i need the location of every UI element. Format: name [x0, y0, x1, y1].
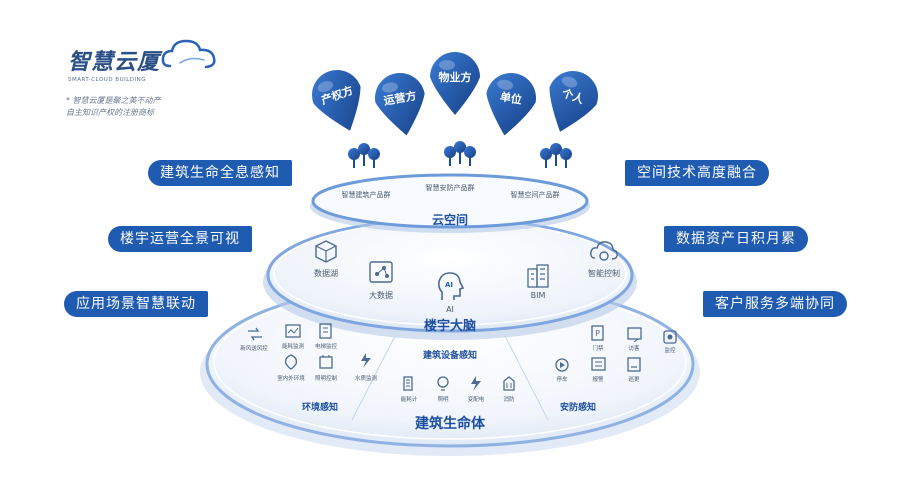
feature-right-3: 客户服务多端协同	[703, 291, 847, 317]
top-item-1: 智慧建筑产品群	[342, 190, 391, 199]
device-icon: P	[591, 325, 604, 341]
device-icon	[627, 327, 642, 343]
people-group-icon	[348, 143, 380, 168]
location-pin-icon	[549, 71, 598, 132]
security-item: 门禁	[592, 344, 604, 352]
chart-icon	[369, 261, 393, 283]
device-icon	[319, 323, 332, 339]
env-item: 照明控制	[315, 374, 338, 382]
people-group-icon	[540, 143, 572, 168]
feature-left-1: 建筑生命全息感知	[148, 160, 292, 186]
svg-text:P: P	[595, 329, 600, 338]
device-icon	[555, 358, 569, 372]
device-icon	[248, 327, 262, 341]
middle-layer-name: 楼宇大脑	[424, 318, 476, 334]
device-item: 消防	[503, 395, 515, 403]
top-item-2: 智慧安防产品群	[426, 183, 475, 192]
env-item: 能耗监测	[282, 342, 305, 350]
middle-item-bim: BIM	[531, 291, 546, 300]
top-item-3: 智慧空间产品群	[511, 190, 560, 199]
top-layer-disc	[311, 173, 589, 229]
device-icon	[361, 353, 371, 368]
logo: 智慧云厦 SMART-CLOUD BUILDING	[68, 39, 258, 83]
location-pin-icon	[430, 52, 480, 115]
people-group-icon	[444, 141, 476, 166]
env-item: 电梯监控	[315, 342, 338, 350]
device-item: 照明	[437, 396, 449, 403]
env-item: 室内外环境	[277, 374, 305, 382]
cloud-logo-icon	[161, 39, 216, 69]
middle-item-ai: AI	[446, 305, 454, 314]
device-icon	[319, 355, 333, 369]
location-pin-icon	[312, 70, 361, 131]
logo-subtitle: SMART-CLOUD BUILDING	[68, 77, 147, 83]
security-section-name: 安防感知	[560, 401, 596, 413]
middle-item-big-data: 大数据	[369, 290, 393, 300]
env-item: 新风送风控	[240, 344, 268, 352]
ai-head-icon: AI	[438, 272, 465, 300]
bottom-layer-name: 建筑生命体	[415, 415, 486, 432]
feature-left-3: 应用场景智慧联动	[64, 291, 208, 317]
bottom-divider-right	[504, 335, 549, 421]
device-icon	[503, 376, 515, 391]
feature-right-2: 数据资产日积月累	[664, 226, 808, 252]
security-item: 报警	[592, 375, 604, 383]
stakeholder-label: 物业方	[439, 70, 472, 84]
location-pin-icon	[375, 73, 425, 136]
top-layer-name: 云空间	[432, 212, 468, 227]
device-icon	[471, 376, 481, 391]
security-item: 巡更	[628, 375, 640, 383]
stakeholder-label: 运营方	[383, 88, 418, 108]
device-icon	[663, 330, 677, 344]
ai-glyph: AI	[445, 281, 453, 289]
env-item: 水质监测	[355, 374, 378, 382]
device-icon	[627, 357, 641, 372]
trademark-note-line: 自主知识产权的注册商标	[66, 108, 154, 117]
device-item: 能耗计	[401, 395, 418, 403]
feature-right-1: 空间技术高度融合	[625, 160, 769, 186]
stakeholder-label: 单位	[499, 89, 523, 107]
location-pin-icon	[486, 73, 536, 136]
security-item: 监控	[664, 346, 676, 354]
logo-title: 智慧云厦	[68, 50, 161, 75]
device-icon	[437, 376, 449, 391]
device-icon	[284, 354, 298, 370]
middle-item-smart-control: 智能控制	[588, 268, 620, 278]
security-item: 停车	[556, 375, 568, 383]
bottom-divider-left	[351, 335, 396, 421]
cube-icon	[315, 240, 337, 263]
security-item: 访客	[628, 344, 640, 352]
device-item: 变配电	[468, 395, 485, 403]
cloud-gear-icon	[590, 241, 618, 261]
trademark-note-line: * 智慧云厦是聚之美不动产	[66, 96, 161, 105]
middle-item-data-lake: 数据湖	[314, 268, 338, 278]
device-icon	[285, 324, 301, 338]
building-icon	[527, 264, 549, 288]
feature-left-2: 楼宇运营全景可视	[108, 226, 252, 252]
env-section-name: 环境感知	[302, 401, 338, 413]
trademark-note: * 智慧云厦是聚之美不动产 自主知识产权的注册商标	[66, 95, 256, 119]
device-icon	[403, 376, 413, 391]
device-section-name: 建筑设备感知	[423, 349, 477, 361]
device-icon	[591, 357, 606, 371]
